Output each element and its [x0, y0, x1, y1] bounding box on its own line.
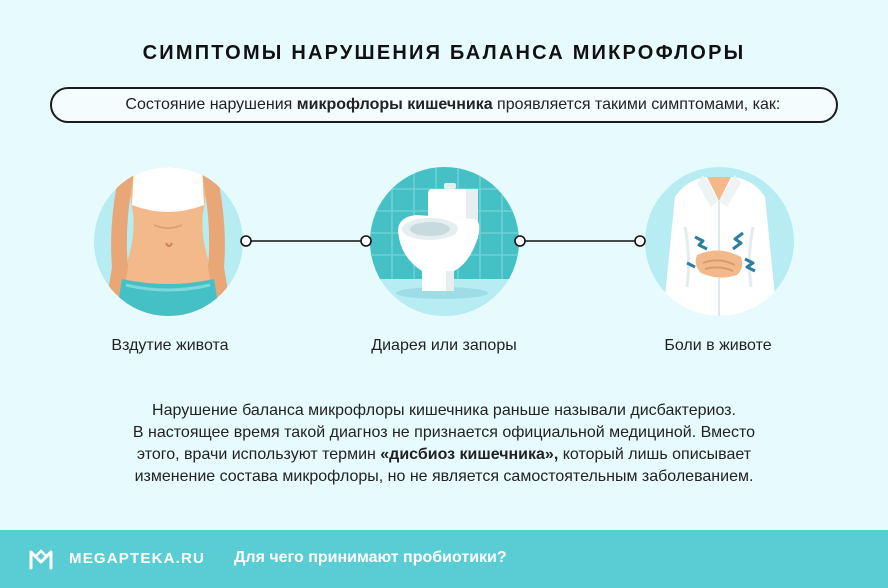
- connector-line-right: [510, 229, 650, 253]
- probiotics-article-link[interactable]: Для чего принимают пробиотики?: [234, 549, 507, 566]
- symptom-caption: Диарея или запоры: [371, 337, 517, 354]
- note-line: Нарушение баланса микрофлоры кишечника р…: [152, 402, 736, 419]
- page-title: СИМПТОМЫ НАРУШЕНИЯ БАЛАНСА МИКРОФЛОРЫ: [142, 42, 746, 64]
- intro-text: Состояние нарушения микрофлоры кишечника…: [108, 78, 781, 132]
- megapteka-logo-icon[interactable]: [29, 548, 53, 570]
- note-line: этого, врачи используют термин «дисбиоз …: [136, 446, 752, 463]
- symptom-caption: Вздутие живота: [111, 337, 229, 354]
- note-line: изменение состава микрофлоры, но не явля…: [134, 468, 754, 485]
- intro-box: Состояние нарушения микрофлоры кишечника…: [50, 87, 838, 123]
- toilet-icon: [370, 167, 519, 316]
- note-line: В настоящее время такой диагноз не призн…: [132, 424, 756, 441]
- explanation-text: Нарушение баланса микрофлоры кишечника р…: [60, 400, 828, 488]
- bloated-belly-icon: [94, 167, 243, 316]
- intro-bold: микрофлоры кишечника: [296, 96, 493, 113]
- intro-suffix: проявляется такими симптомами, как:: [492, 96, 781, 113]
- term-bold: «дисбиоз кишечника»,: [380, 446, 559, 463]
- connector-line-left: [236, 229, 376, 253]
- symptom-caption: Боли в животе: [664, 337, 772, 354]
- brand-name[interactable]: MEGAPTEKA.RU: [69, 550, 206, 567]
- intro-prefix: Состояние нарушения: [125, 96, 297, 113]
- footer-bar: MEGAPTEKA.RU Для чего принимают пробиоти…: [0, 530, 888, 588]
- stomach-pain-icon: [645, 167, 794, 316]
